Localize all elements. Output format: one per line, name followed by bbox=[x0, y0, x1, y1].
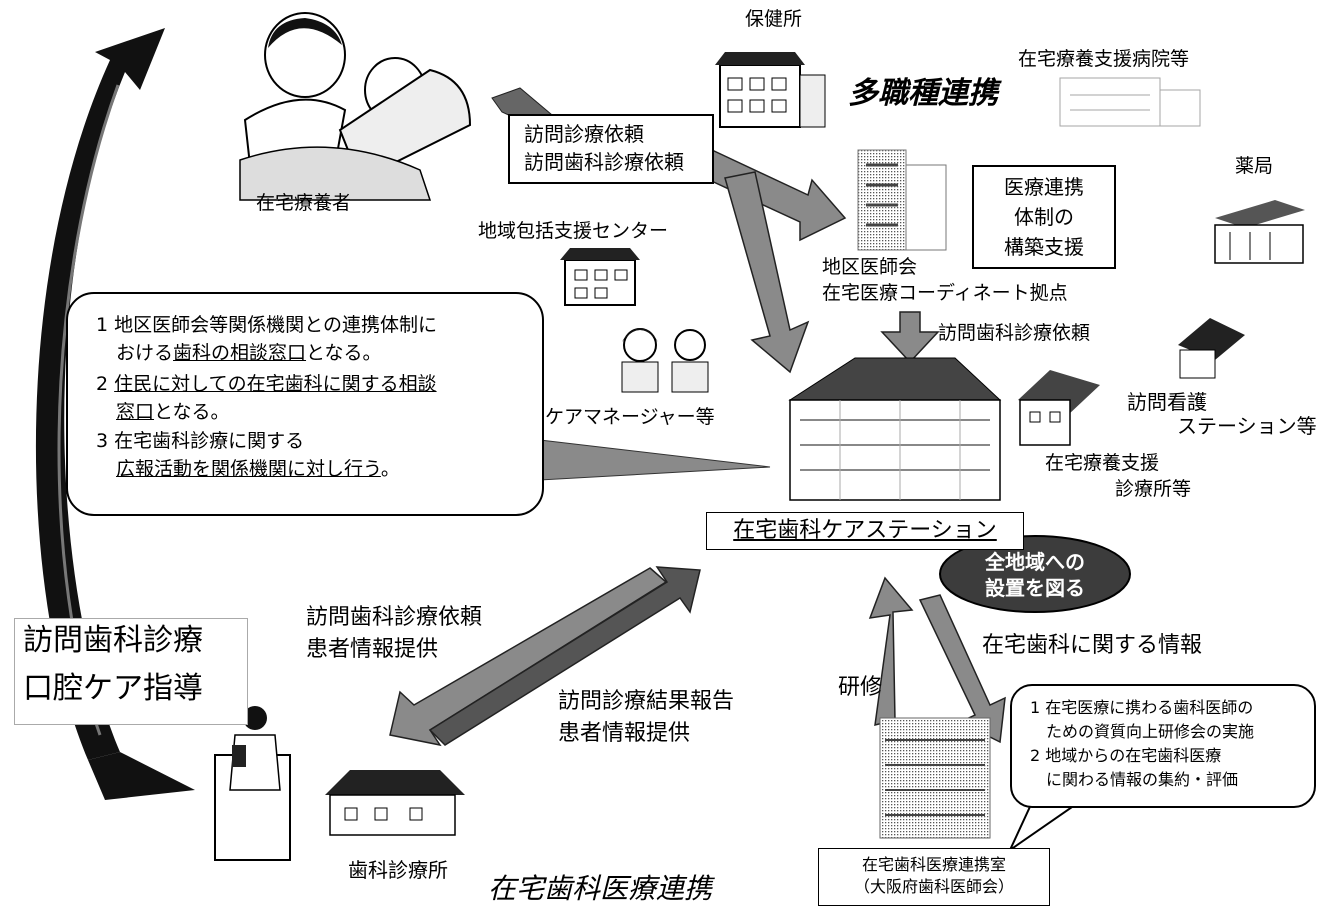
district-assoc-label1: 地区医師会 bbox=[822, 256, 918, 278]
all-region-oval bbox=[939, 535, 1131, 613]
pharmacy-label: 薬局 bbox=[1235, 155, 1274, 177]
health-center-label: 保健所 bbox=[745, 8, 803, 30]
arrow-info-down bbox=[918, 594, 1006, 744]
dentist-illustration bbox=[214, 706, 291, 861]
coop-office-line2: （大阪府歯科医師会） bbox=[853, 877, 1014, 896]
roles-callout-pointer bbox=[539, 439, 771, 481]
hospital-building bbox=[1059, 77, 1201, 127]
dental-info-label: 在宅歯科に関する情報 bbox=[982, 633, 1203, 658]
office-role-2b: に関わる情報の集約・評価 bbox=[1046, 770, 1239, 789]
patient-illustration bbox=[239, 12, 472, 201]
nursing-station-house bbox=[1178, 318, 1245, 379]
office-roles-box: 1 在宅医療に携わる歯科医師の ための資質向上研修会の実施 2 地域からの在宅歯… bbox=[1010, 684, 1316, 808]
arrow-to-station-from-clinic bbox=[428, 566, 701, 746]
visit-request-line1: 訪問診療依頼 bbox=[524, 122, 644, 146]
home-clinic-label1: 在宅療養支援 bbox=[1045, 452, 1160, 474]
dental-clinic-label: 歯科診療所 bbox=[348, 858, 448, 882]
roles-box: 1 地区医師会等関係機関との連携体制に おける歯科の相談窓口となる。 2 住民に… bbox=[66, 292, 544, 516]
district-assoc-label2: 在宅医療コーディネート拠点 bbox=[822, 282, 1068, 304]
coop-office-box: 在宅歯科医療連携室 （大阪府歯科医師会） bbox=[818, 848, 1050, 906]
office-role-1a: 1 在宅医療に携わる歯科医師の bbox=[1030, 698, 1254, 717]
arrow-training-up bbox=[868, 576, 914, 726]
care-station-label: 在宅歯科ケアステーション bbox=[733, 518, 997, 543]
care-manager-illustration bbox=[621, 328, 709, 393]
left-curve-arrow bbox=[35, 28, 165, 760]
community-center-label: 地域包括支援センター bbox=[478, 220, 669, 242]
district-building bbox=[857, 149, 947, 251]
all-region-line1: 全地域への bbox=[985, 550, 1085, 574]
nursing-station-label1: 訪問看護 bbox=[1127, 390, 1207, 414]
home-clinic-label2: 診療所等 bbox=[1115, 478, 1192, 500]
dental-coop-title: 在宅歯科医療連携 bbox=[488, 872, 713, 905]
pharmacy-building bbox=[1214, 200, 1305, 264]
visit-request-line2: 訪問歯科診療依頼 bbox=[524, 150, 684, 174]
arrow-to-station bbox=[724, 171, 810, 374]
role1-text-b: おける bbox=[116, 342, 174, 364]
office-role-1b: ための資質向上研修会の実施 bbox=[1046, 722, 1255, 741]
coop-office-building bbox=[879, 717, 991, 839]
role1-text-d: となる。 bbox=[306, 342, 382, 364]
role1-text-c: 歯科の相談窓口 bbox=[173, 342, 307, 364]
office-role-2a: 2 地域からの在宅歯科医療 bbox=[1030, 746, 1222, 765]
dental-request-left-line1: 訪問歯科診療依頼 bbox=[306, 605, 483, 630]
multi-job-title: 多職種連携 bbox=[848, 76, 998, 111]
role3-text-b: 広報活動を関係機関に対し行う bbox=[116, 458, 381, 480]
dental-request-mid-label: 訪問歯科診療依頼 bbox=[938, 322, 1091, 344]
arrow-to-district bbox=[704, 148, 847, 242]
role2-num: 2 bbox=[96, 373, 109, 395]
role2-text-b: 窓口 bbox=[116, 401, 155, 423]
role2-text-a: 住民に対しての在宅歯科に関する相談 bbox=[114, 373, 437, 395]
visit-dental-line2: 口腔ケア指導 bbox=[23, 671, 203, 706]
arrow-district-station bbox=[880, 311, 940, 364]
role3-num: 3 bbox=[96, 430, 109, 452]
training-label: 研修 bbox=[838, 675, 883, 700]
role2-text-c: となる。 bbox=[154, 401, 230, 423]
visit-dental-line1: 訪問歯科診療 bbox=[23, 623, 203, 658]
patient-label: 在宅療養者 bbox=[256, 192, 352, 214]
hospital-label: 在宅療養支援病院等 bbox=[1018, 48, 1190, 70]
nursing-station-label2: ステーション等 bbox=[1177, 414, 1317, 438]
medical-coop-box: 医療連携 体制の 構築支援 bbox=[972, 165, 1116, 269]
community-center-building bbox=[560, 248, 640, 306]
medical-coop-line2: 体制の bbox=[1014, 205, 1074, 229]
dental-request-left-line2: 患者情報提供 bbox=[306, 637, 439, 662]
left-curve-arrow-bottom bbox=[88, 752, 195, 800]
medical-coop-line1: 医療連携 bbox=[1004, 175, 1084, 199]
visit-request-box: 訪問診療依頼 訪問歯科診療依頼 bbox=[508, 114, 714, 184]
role1-num: 1 bbox=[96, 314, 109, 336]
visit-dental-box: 訪問歯科診療 口腔ケア指導 bbox=[14, 618, 248, 725]
result-report-line2: 患者情報提供 bbox=[558, 721, 691, 746]
role3-text-a: 在宅歯科診療に関する bbox=[114, 430, 305, 452]
role3-text-c: 。 bbox=[380, 458, 400, 480]
medical-coop-line3: 構築支援 bbox=[1004, 235, 1084, 259]
care-station-building bbox=[788, 357, 1002, 501]
care-manager-label: ケアマネージャー等 bbox=[545, 406, 715, 428]
dental-clinic-house bbox=[325, 770, 465, 836]
coop-office-line1: 在宅歯科医療連携室 bbox=[861, 855, 1006, 874]
care-station-box: 在宅歯科ケアステーション bbox=[706, 512, 1024, 550]
home-clinic-house bbox=[1018, 370, 1100, 446]
all-region-line2: 設置を図る bbox=[985, 576, 1085, 600]
result-report-line1: 訪問診療結果報告 bbox=[558, 689, 735, 714]
role1-text-a: 地区医師会等関係機関との連携体制に bbox=[114, 314, 437, 336]
health-center-building bbox=[715, 52, 826, 128]
